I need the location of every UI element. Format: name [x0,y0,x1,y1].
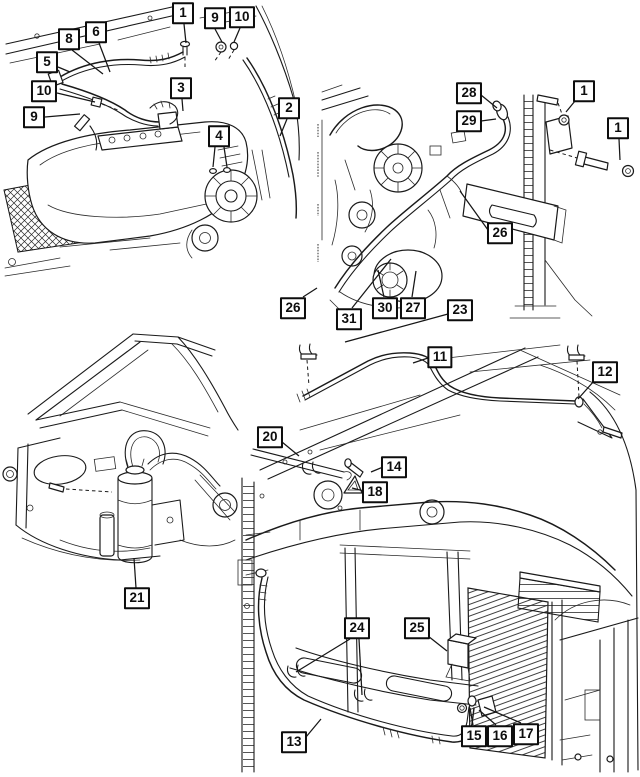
callout-10-6[interactable]: 10 [30,80,58,102]
front-frame-view-art [237,343,639,773]
callout-26-16[interactable]: 26 [279,297,307,319]
callout-1-13[interactable]: 1 [573,80,595,102]
callout-27-19[interactable]: 27 [399,297,427,319]
callout-20-23[interactable]: 20 [256,426,284,448]
callout-28-11[interactable]: 28 [455,82,483,104]
callout-15-29[interactable]: 15 [460,725,488,747]
callout-31-17[interactable]: 31 [335,308,363,330]
callout-24-26[interactable]: 24 [343,617,371,639]
callout-9-7[interactable]: 9 [23,106,45,128]
callout-17-31[interactable]: 17 [512,723,540,745]
callout-4-9[interactable]: 4 [208,125,230,147]
callout-29-12[interactable]: 29 [455,110,483,132]
callout-2-10[interactable]: 2 [278,97,300,119]
callout-6-3[interactable]: 6 [85,21,107,43]
callout-13-28[interactable]: 13 [280,731,308,753]
callout-21-32[interactable]: 21 [123,587,151,609]
cowl-side-view-art [2,333,239,564]
callout-26-15[interactable]: 26 [486,222,514,244]
callout-9-1[interactable]: 9 [204,7,226,29]
callout-3-8[interactable]: 3 [170,77,192,99]
callout-11-21[interactable]: 11 [427,346,453,368]
callout-12-22[interactable]: 12 [591,361,619,383]
callout-1-0[interactable]: 1 [172,2,194,24]
callout-10-2[interactable]: 10 [228,6,256,28]
engine-top-view-art [3,5,319,277]
callout-18-25[interactable]: 18 [361,481,389,503]
callout-30-18[interactable]: 30 [371,297,399,319]
callout-5-5[interactable]: 5 [36,51,58,73]
callout-16-30[interactable]: 16 [486,725,514,747]
callout-1-14[interactable]: 1 [607,117,629,139]
callout-23-20[interactable]: 23 [446,299,474,321]
callout-14-24[interactable]: 14 [380,456,408,478]
callout-8-4[interactable]: 8 [58,28,80,50]
callout-25-27[interactable]: 25 [403,617,431,639]
